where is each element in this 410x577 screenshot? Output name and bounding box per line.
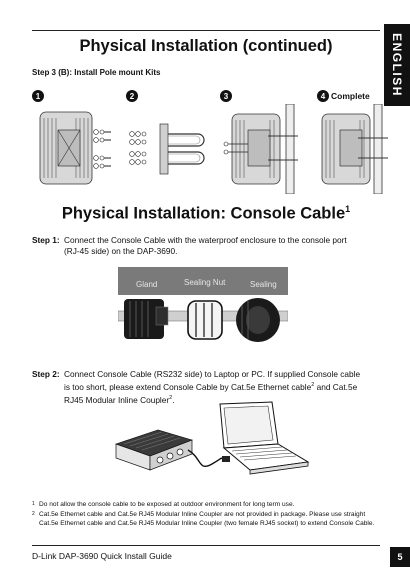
step-2-line-2-tail: and Cat.5e bbox=[314, 381, 358, 392]
footnote-1-mark: 1 bbox=[32, 501, 35, 507]
section-title-continued: Physical Installation (continued) bbox=[79, 37, 333, 55]
top-rule bbox=[32, 30, 380, 31]
figure-number-2: 2 bbox=[126, 90, 138, 102]
console-cable-title-footnote-mark: 1 bbox=[345, 204, 351, 214]
step-1-line-2: (RJ-45 side) on the DAP-3690. bbox=[64, 246, 178, 257]
step-2-text: Connect Console Cable (RS232 side) to La… bbox=[64, 369, 384, 406]
console-cable-gland-figure: Gland Sealing Nut Sealing bbox=[118, 267, 288, 342]
page-number: 5 bbox=[390, 547, 410, 567]
pole-mount-figure-4 bbox=[321, 104, 388, 194]
pole-mount-figure-3 bbox=[223, 104, 298, 194]
step-2-line-2-text: is too short, please extend Console Cabl… bbox=[64, 381, 312, 392]
language-tab: ENGLISH bbox=[384, 24, 410, 106]
step-3b-label: Step 3 (B): Install Pole mount Kits bbox=[32, 68, 161, 77]
footnote-1: 1 Do not allow the console cable to be ex… bbox=[32, 500, 384, 509]
sealing-nut-label: Sealing Nut bbox=[184, 278, 226, 287]
figure-number-4: 4 bbox=[317, 90, 329, 102]
step-2-footnote-mark-b: 2 bbox=[169, 395, 173, 402]
figure-number-1: 1 bbox=[32, 90, 44, 102]
step-2-line-3-text: RJ45 Modular Inline Coupler bbox=[64, 394, 170, 405]
section-title-console-cable: Physical Installation: Console Cable1 bbox=[32, 204, 380, 224]
pole-mount-figure-1 bbox=[39, 111, 111, 185]
step-2-line-3: RJ45 Modular Inline Coupler2. bbox=[64, 393, 384, 406]
step-2-line-1: Connect Console Cable (RS232 side) to La… bbox=[64, 369, 361, 379]
footnote-2-mark: 2 bbox=[32, 511, 35, 517]
step-1-text: Connect the Console Cable with the water… bbox=[64, 235, 384, 257]
footnote-2-text: Cat.5e Ethernet cable and Cat.5e RJ45 Mo… bbox=[39, 511, 375, 527]
step-1-label: Step 1: bbox=[32, 235, 60, 245]
gland-label: Gland bbox=[136, 280, 157, 289]
footnotes: 1 Do not allow the console cable to be ex… bbox=[32, 500, 384, 528]
step-2-label: Step 2: bbox=[32, 369, 60, 379]
pole-mount-figure-2 bbox=[129, 123, 205, 175]
footnote-2: 2 Cat.5e Ethernet cable and Cat.5e RJ45 M… bbox=[32, 510, 384, 528]
laptop-console-figure bbox=[115, 401, 310, 475]
step-2-line-3-tail: . bbox=[172, 394, 175, 405]
language-tab-label: ENGLISH bbox=[390, 33, 404, 97]
footnote-1-text: Do not allow the console cable to be exp… bbox=[39, 501, 295, 508]
footer-guide-title: D-Link DAP-3690 Quick Install Guide bbox=[32, 551, 172, 561]
step-2-line-2: is too short, please extend Console Cabl… bbox=[64, 380, 384, 393]
step-2-footnote-mark-a: 2 bbox=[311, 382, 315, 389]
console-cable-title-text: Physical Installation: Console Cable bbox=[61, 204, 346, 223]
bottom-rule bbox=[32, 545, 380, 546]
sealing-label: Sealing bbox=[250, 280, 277, 289]
complete-label: Complete bbox=[331, 91, 370, 101]
step-1-line-1: Connect the Console Cable with the water… bbox=[64, 235, 347, 245]
figure-number-3: 3 bbox=[220, 90, 232, 102]
